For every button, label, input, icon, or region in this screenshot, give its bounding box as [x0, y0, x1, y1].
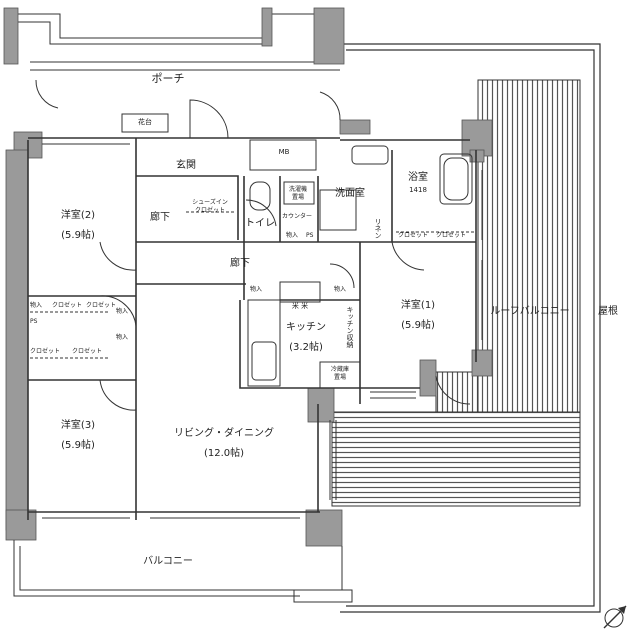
- closet-label: クロゼット: [436, 232, 467, 239]
- counter-label: カウンター: [281, 213, 313, 220]
- ldk-size-label: (12.0帖): [203, 448, 245, 459]
- balcony-outline: [13, 540, 353, 603]
- roof-outline: [340, 43, 601, 613]
- closet-label: クロゼット: [398, 232, 429, 239]
- ldk-label: リビング・ダイニング: [174, 428, 274, 439]
- toilet-label: トイレ: [245, 218, 275, 229]
- north-arrow-icon: [603, 605, 627, 629]
- bath-size-label: 1418: [409, 186, 427, 194]
- mb-label: MB: [278, 148, 290, 156]
- planter-label: 花台: [138, 118, 152, 126]
- bath-label: 浴室: [408, 172, 428, 183]
- exterior-walls: [3, 7, 493, 547]
- bedroom2-size-label: (5.9帖): [61, 230, 95, 241]
- roof-balcony-deck: [331, 79, 581, 507]
- storage-label: 物入: [334, 286, 347, 293]
- washroom-label: 洗面室: [335, 188, 365, 199]
- kitchen-label: キッチン: [286, 322, 326, 333]
- storage-label: 物入: [116, 334, 129, 341]
- hall-lower-label: 廊下: [230, 258, 250, 269]
- storage-label: 物入: [116, 308, 129, 315]
- bedroom3-label: 洋室(3): [60, 420, 96, 431]
- bedroom3-size-label: (5.9帖): [61, 440, 95, 451]
- fridge-label-2: 置場: [333, 374, 347, 381]
- storage-label: 物入: [286, 232, 299, 239]
- porch-area: [10, 13, 340, 133]
- roof-balcony-label: ルーフバルコニー: [490, 306, 570, 317]
- fixtures: [247, 139, 473, 389]
- ps-label: PS: [306, 232, 314, 239]
- washer-label-1: 洗濯機: [288, 186, 308, 193]
- fridge-label-1: 冷蔵庫: [330, 366, 350, 373]
- balcony-label: バルコニー: [143, 556, 193, 567]
- storage-label: 物入: [250, 286, 263, 293]
- shoe-closet-label-1: シューズイン: [192, 199, 228, 206]
- washer-label-2: 置場: [291, 194, 305, 201]
- ps-label: PS: [30, 318, 38, 325]
- bedroom1-size-label: (5.9帖): [401, 320, 435, 331]
- closet-label: クロゼット: [30, 348, 61, 355]
- windows: [42, 137, 483, 519]
- closet-label: クロゼット: [86, 302, 117, 309]
- roof-label: 屋根: [598, 306, 618, 317]
- shoe-closet-label-2: クロゼット: [194, 207, 226, 214]
- closet-label: クロゼット: [72, 348, 103, 355]
- porch-label: ポーチ: [151, 72, 185, 85]
- entrance-label: 玄関: [176, 160, 196, 171]
- stove-label: 米 米: [291, 302, 309, 310]
- kitchen-size-label: (3.2帖): [289, 342, 323, 353]
- kitchen-storage-label: キッチン収納: [346, 306, 354, 348]
- doors: [35, 79, 471, 411]
- bedroom2-label: 洋室(2): [60, 210, 96, 221]
- storage-label: 物入: [30, 302, 43, 309]
- linen-label: リネン: [374, 218, 382, 239]
- closet-rails: [30, 211, 474, 359]
- hall-upper-label: 廊下: [150, 212, 170, 223]
- closet-label: クロゼット: [52, 302, 83, 309]
- bedroom1-label: 洋室(1): [400, 300, 436, 311]
